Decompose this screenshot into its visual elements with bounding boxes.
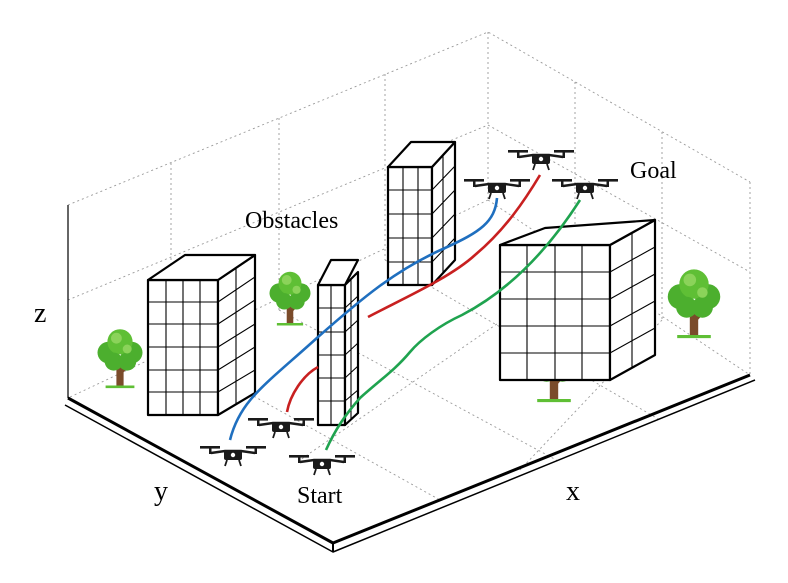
drone-icon: [198, 444, 268, 468]
path-green: [324, 199, 582, 451]
building-icon: [498, 218, 657, 382]
drone-icon: [506, 148, 576, 172]
axis-x-label: x: [566, 476, 580, 507]
tree-icon: [268, 270, 312, 326]
path-blue: [228, 197, 499, 441]
tree-icon: [666, 267, 722, 339]
path-red: [285, 174, 542, 413]
drone-icon: [246, 416, 316, 440]
axis-z-label: z: [34, 298, 46, 329]
building-icon: [386, 140, 457, 287]
tree-icon: [96, 327, 144, 389]
goal-label: Goal: [630, 158, 677, 184]
drone-icon: [462, 177, 532, 201]
axis-y-label: y: [154, 476, 168, 507]
scene-box: [64, 31, 756, 553]
start-label: Start: [297, 483, 343, 509]
obstacles-label: Obstacles: [245, 208, 338, 234]
building-icon: [316, 258, 360, 427]
drone-icon: [550, 177, 620, 201]
flight-paths: [228, 174, 582, 451]
drone-icon: [287, 453, 357, 477]
building-icon: [146, 253, 257, 417]
